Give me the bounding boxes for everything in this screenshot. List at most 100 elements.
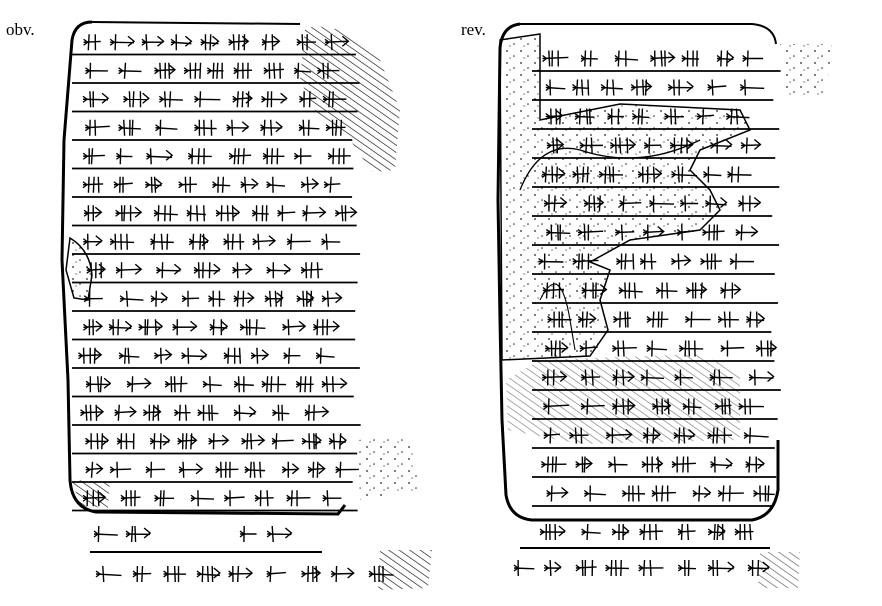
cuneiform-sign <box>114 404 137 421</box>
cuneiform-sign <box>80 404 105 421</box>
cuneiform-sign <box>714 398 732 415</box>
reverse-signs <box>538 50 778 502</box>
cuneiform-sign <box>293 62 312 79</box>
cuneiform-sign <box>146 148 174 165</box>
cuneiform-sign <box>755 340 778 357</box>
cuneiform-sign <box>196 565 221 583</box>
cuneiform-sign <box>118 62 142 79</box>
cuneiform-sign <box>649 50 676 67</box>
cuneiform-sign <box>138 319 164 336</box>
reverse-damage-right <box>780 44 832 96</box>
cuneiform-sign <box>638 559 664 577</box>
cuneiform-sign <box>716 50 735 67</box>
cuneiform-sign <box>637 166 663 183</box>
cuneiform-sign <box>241 433 266 450</box>
cuneiform-sign <box>85 62 108 79</box>
cuneiform-sign <box>150 290 169 307</box>
cuneiform-sign <box>513 559 535 577</box>
cuneiform-sign <box>727 166 752 183</box>
cuneiform-sign <box>325 119 346 136</box>
cuneiform-sign <box>328 433 347 450</box>
cuneiform-sign <box>244 461 266 478</box>
cuneiform-sign <box>164 376 188 393</box>
cuneiform-sign <box>544 340 569 357</box>
cuneiform-sign <box>251 205 269 222</box>
cuneiform-sign <box>674 369 693 386</box>
cuneiform-sign <box>321 290 343 307</box>
cuneiform-sign <box>304 404 330 421</box>
cuneiform-sign <box>639 523 663 541</box>
cuneiform-sign <box>569 427 589 444</box>
cuneiform-sign <box>156 262 182 279</box>
cuneiform-sign <box>296 290 315 307</box>
cuneiform-sign <box>738 195 762 212</box>
cuneiform-sign <box>649 195 675 212</box>
cuneiform-sign <box>286 233 311 250</box>
cuneiform-sign <box>745 311 766 328</box>
cuneiform-sign <box>296 34 317 51</box>
cuneiform-sign <box>739 79 765 96</box>
cuneiform-sign <box>215 205 241 222</box>
cuneiform-sign <box>82 91 110 108</box>
cuneiform-sign <box>301 433 322 450</box>
cuneiform-sign <box>154 490 175 507</box>
cuneiform-sign <box>642 427 661 444</box>
cuneiform-sign <box>316 62 340 79</box>
cuneiform-sign <box>282 319 307 336</box>
cuneiform-sign <box>250 347 270 364</box>
cuneiform-sign <box>155 119 178 136</box>
cuneiform-sign <box>539 523 566 541</box>
cuneiform-sign <box>202 376 222 393</box>
cuneiform-sign <box>266 525 293 543</box>
cuneiform-sign <box>677 523 696 541</box>
cuneiform-sign <box>734 523 754 541</box>
cuneiform-sign <box>126 376 152 393</box>
cuneiform-sign <box>692 485 712 502</box>
cuneiform-sign <box>600 79 623 96</box>
cuneiform-sign <box>673 427 696 444</box>
cuneiform-sign <box>742 50 764 67</box>
cuneiform-sign <box>696 108 714 125</box>
cuneiform-sign <box>86 262 107 279</box>
cuneiform-sign <box>123 91 150 108</box>
cuneiform-sign <box>300 262 323 279</box>
cuneiform-sign <box>607 108 624 125</box>
cuneiform-sign <box>646 311 669 328</box>
cuneiform-sign <box>266 176 286 193</box>
cuneiform-sign <box>745 456 765 473</box>
reverse-outline-top <box>520 23 777 45</box>
cuneiform-sign <box>78 347 103 364</box>
cuneiform-sign <box>223 490 245 507</box>
cuneiform-sign <box>239 525 257 543</box>
cuneiform-sign <box>575 559 597 577</box>
cuneiform-sign <box>145 461 165 478</box>
obverse-edge-top <box>91 21 301 25</box>
cuneiform-sign <box>84 119 110 136</box>
cuneiform-sign <box>605 559 629 577</box>
cuneiform-sign <box>115 205 143 222</box>
reverse-outline <box>496 22 780 522</box>
cuneiform-sign <box>194 119 217 136</box>
cuneiform-sign <box>707 427 733 444</box>
cuneiform-sign <box>82 490 107 507</box>
cuneiform-sign <box>609 137 637 154</box>
cuneiform-sign <box>212 176 231 193</box>
cuneiform-sign <box>277 205 296 222</box>
cuneiform-sign <box>543 427 561 444</box>
cuneiform-sign <box>709 369 733 386</box>
cuneiform-sign <box>681 50 700 67</box>
cuneiform-sign <box>233 62 253 79</box>
cuneiform-sign <box>85 376 112 393</box>
cuneiform-sign <box>707 79 727 96</box>
cuneiform-sign <box>82 148 105 165</box>
cuneiform-sign <box>580 369 601 386</box>
cuneiform-sign <box>115 148 133 165</box>
cuneiform-sign <box>83 34 101 51</box>
cuneiform-sign <box>720 282 742 299</box>
cuneiform-sign <box>262 148 285 165</box>
cuneiform-sign <box>640 369 665 386</box>
cuneiform-sign <box>613 311 632 328</box>
cuneiform-sign <box>172 319 198 336</box>
cuneiform-sign <box>85 433 110 450</box>
